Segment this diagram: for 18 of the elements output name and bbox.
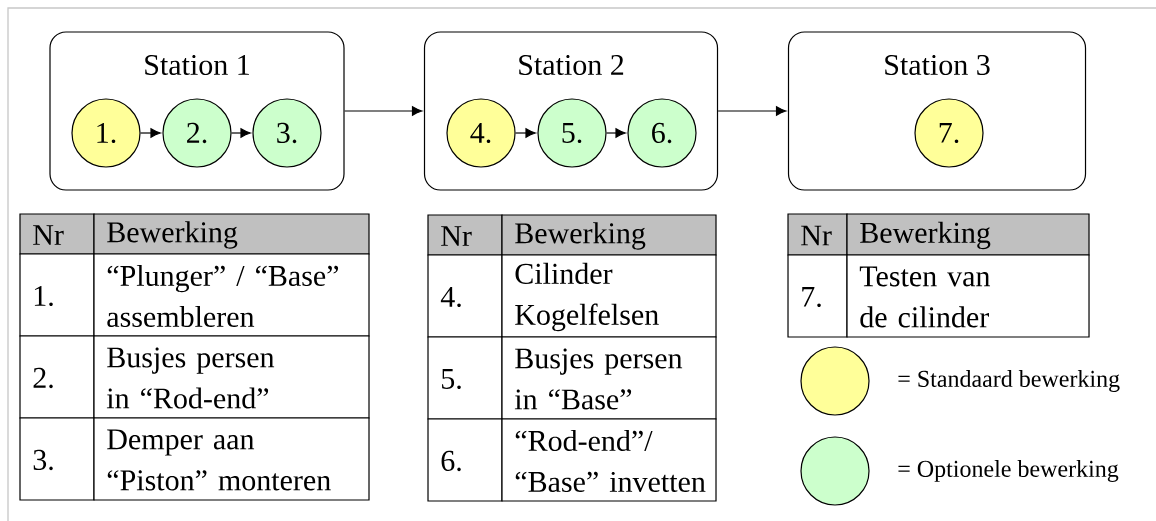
table-header-cell: Nr — [19, 213, 95, 255]
arrow — [140, 128, 161, 138]
arrow — [231, 128, 251, 138]
table-cell: 7. — [787, 254, 848, 338]
table-cell: 5. — [427, 336, 503, 420]
table-cell: 3. — [19, 417, 95, 501]
table-cell: 4. — [427, 254, 503, 338]
legend-text: = Standaard bewerking — [898, 370, 1120, 392]
arrow — [717, 106, 787, 116]
table-header-cell: Nr — [427, 214, 503, 256]
arrow — [515, 128, 536, 138]
table-header-cell: Nr — [787, 213, 848, 256]
arrow — [344, 106, 423, 116]
table-cell: 2. — [19, 335, 95, 419]
arrow — [606, 128, 626, 138]
legend-text: = Optionele bewerking — [898, 460, 1119, 482]
table-cell: 6. — [427, 418, 503, 502]
table-cell: 1. — [19, 253, 95, 337]
